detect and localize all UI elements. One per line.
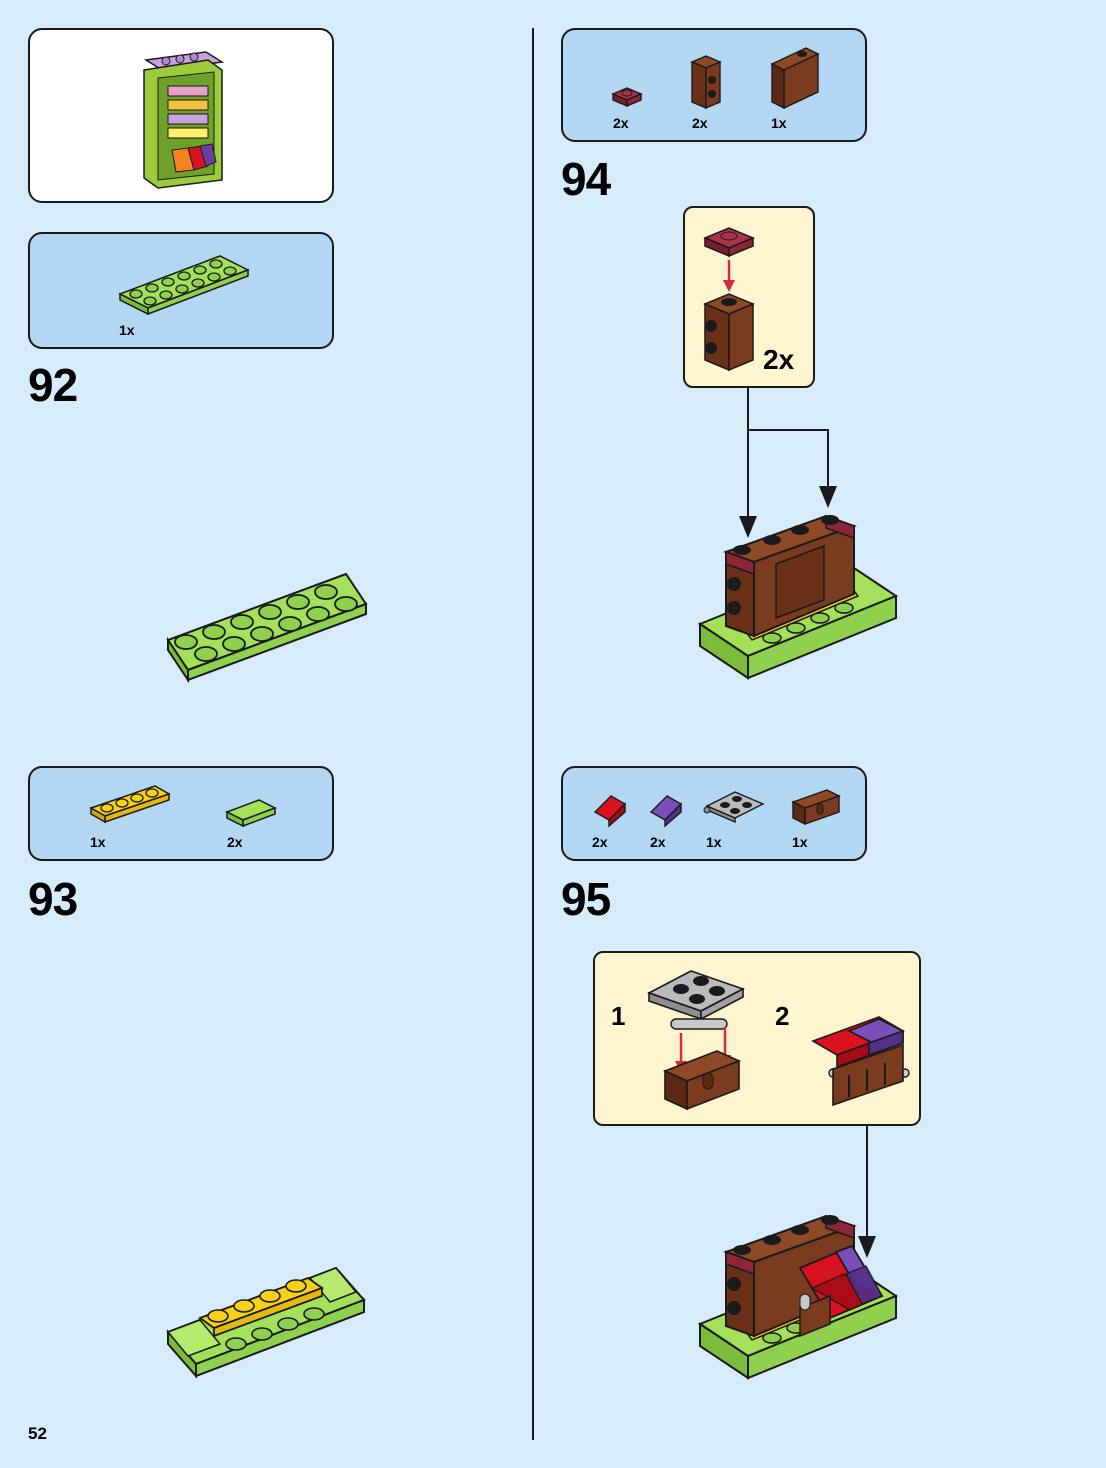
- step-92-parts-panel: 1x: [28, 232, 334, 349]
- step-95-subassembly-panel: 1 2: [593, 951, 921, 1126]
- substep-2-illustration: [809, 1011, 919, 1111]
- part-quantity: 2x: [592, 834, 608, 850]
- bookshelf-model-illustration: [30, 30, 336, 205]
- lime-tile-1x2-part-icon: [223, 796, 283, 836]
- column-divider: [532, 28, 534, 1440]
- step-number-92: 92: [28, 362, 77, 408]
- step-94-assembly-illustration: [696, 512, 906, 682]
- part-quantity: 1x: [771, 115, 787, 131]
- brown-brick-studs-on-side-part-icon: [688, 54, 728, 114]
- part-quantity: 2x: [613, 115, 629, 131]
- substep-1-illustration: [645, 963, 785, 1123]
- step-number-93: 93: [28, 876, 77, 922]
- page-number: 52: [28, 1424, 47, 1444]
- grey-hinge-plate-part-icon: [703, 788, 769, 828]
- step-95-assembly-illustration: [696, 1212, 906, 1382]
- step-92-assembly-illustration: [160, 570, 380, 690]
- finished-model-preview-panel: [28, 28, 334, 203]
- part-quantity: 1x: [792, 834, 808, 850]
- part-quantity: 1x: [90, 834, 106, 850]
- part-quantity: 2x: [692, 115, 708, 131]
- subassembly-illustration: [685, 208, 817, 390]
- part-quantity: 1x: [119, 322, 135, 338]
- step-number-94: 94: [561, 156, 610, 202]
- part-quantity: 1x: [706, 834, 722, 850]
- step-number-95: 95: [561, 876, 610, 922]
- purple-slope-part-icon: [647, 790, 687, 826]
- step-93-parts-panel: 1x 2x: [28, 766, 334, 861]
- step-94-subassembly-panel: 2x: [683, 206, 815, 388]
- part-quantity: 2x: [227, 834, 243, 850]
- subassembly-multiplier: 2x: [763, 344, 794, 376]
- step-95-parts-panel: 2x 2x 1x 1x: [561, 766, 867, 861]
- brown-panel-part-icon: [766, 44, 822, 110]
- step-93-assembly-illustration: [160, 1260, 380, 1390]
- step-94-parts-panel: 2x 2x 1x: [561, 28, 867, 142]
- yellow-plate-1x4-part-icon: [85, 778, 185, 838]
- red-slope-part-icon: [591, 790, 631, 826]
- substep-label-1: 1: [611, 1001, 625, 1032]
- brown-hinge-brick-part-icon: [789, 786, 845, 826]
- dark-red-plate-1x1-part-icon: [609, 84, 649, 114]
- part-quantity: 2x: [650, 834, 666, 850]
- lime-plate-2x6-part-icon: [30, 234, 336, 351]
